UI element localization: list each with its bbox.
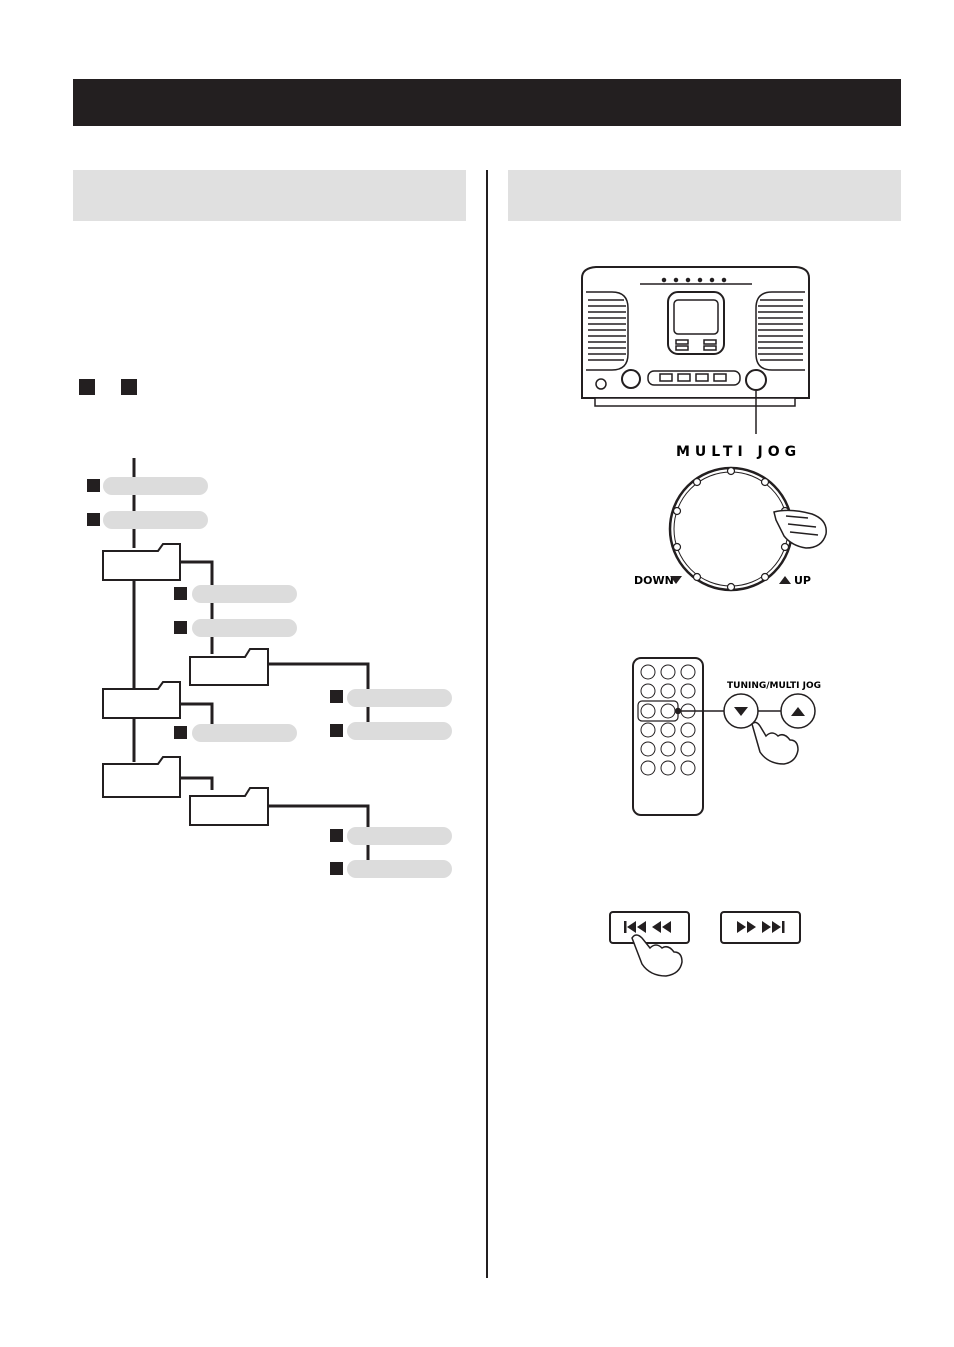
left-section-header — [73, 170, 466, 221]
hand-pointer-icon — [631, 934, 683, 977]
legend-marker-folder — [121, 379, 137, 395]
file-pill — [103, 477, 208, 495]
legend-markers — [79, 379, 137, 395]
display-buttons — [675, 339, 717, 351]
tree-lines — [132, 458, 370, 868]
up-label: UP — [794, 574, 811, 587]
file-pill — [347, 860, 452, 878]
up-arrow-icon — [779, 576, 791, 584]
remote-illustration — [632, 657, 724, 816]
top-indicators — [661, 277, 727, 283]
hand-pointer-icon — [751, 721, 799, 765]
tuning-multi-jog-label: TUNING/MULTI JOG — [727, 681, 821, 691]
file-pill — [192, 585, 297, 603]
skip-back-button — [609, 911, 690, 944]
folder-icons — [102, 543, 269, 826]
grille-right — [755, 291, 805, 371]
multi-jog-label: MULTI JOG — [676, 444, 801, 460]
legend-marker-file — [79, 379, 95, 395]
folder-icon — [102, 681, 181, 719]
file-pill — [347, 722, 452, 740]
volume-knob — [621, 369, 641, 389]
file-pill — [192, 724, 297, 742]
skip-forward-button — [720, 911, 801, 944]
front-button-panel — [647, 370, 741, 386]
folder-icon — [189, 648, 269, 686]
folder-icon — [102, 756, 181, 798]
down-arrow-icon — [734, 707, 748, 716]
hand-pointer-icon — [773, 509, 827, 549]
multi-jog-knob — [745, 369, 767, 391]
main-unit-illustration — [581, 266, 810, 434]
up-arrow-icon — [791, 707, 805, 716]
display-window — [667, 291, 725, 355]
column-divider — [486, 170, 488, 1278]
file-pill — [192, 619, 297, 637]
jog-dial — [668, 466, 794, 592]
file-pill — [347, 827, 452, 845]
file-pill — [103, 511, 208, 529]
file-pill — [347, 689, 452, 707]
folder-icon — [102, 543, 181, 581]
file-markers — [87, 479, 343, 875]
skip-buttons — [609, 911, 801, 944]
page-title-bar — [73, 79, 901, 126]
skip-back-icon — [624, 921, 671, 933]
down-arrow-icon — [670, 576, 682, 584]
grille-left — [586, 291, 629, 371]
right-section-header — [508, 170, 901, 221]
folder-icon — [189, 787, 269, 826]
down-label: DOWN — [634, 574, 674, 587]
skip-forward-icon — [737, 921, 785, 933]
file-entries — [103, 477, 452, 878]
headphone-jack — [595, 378, 607, 390]
